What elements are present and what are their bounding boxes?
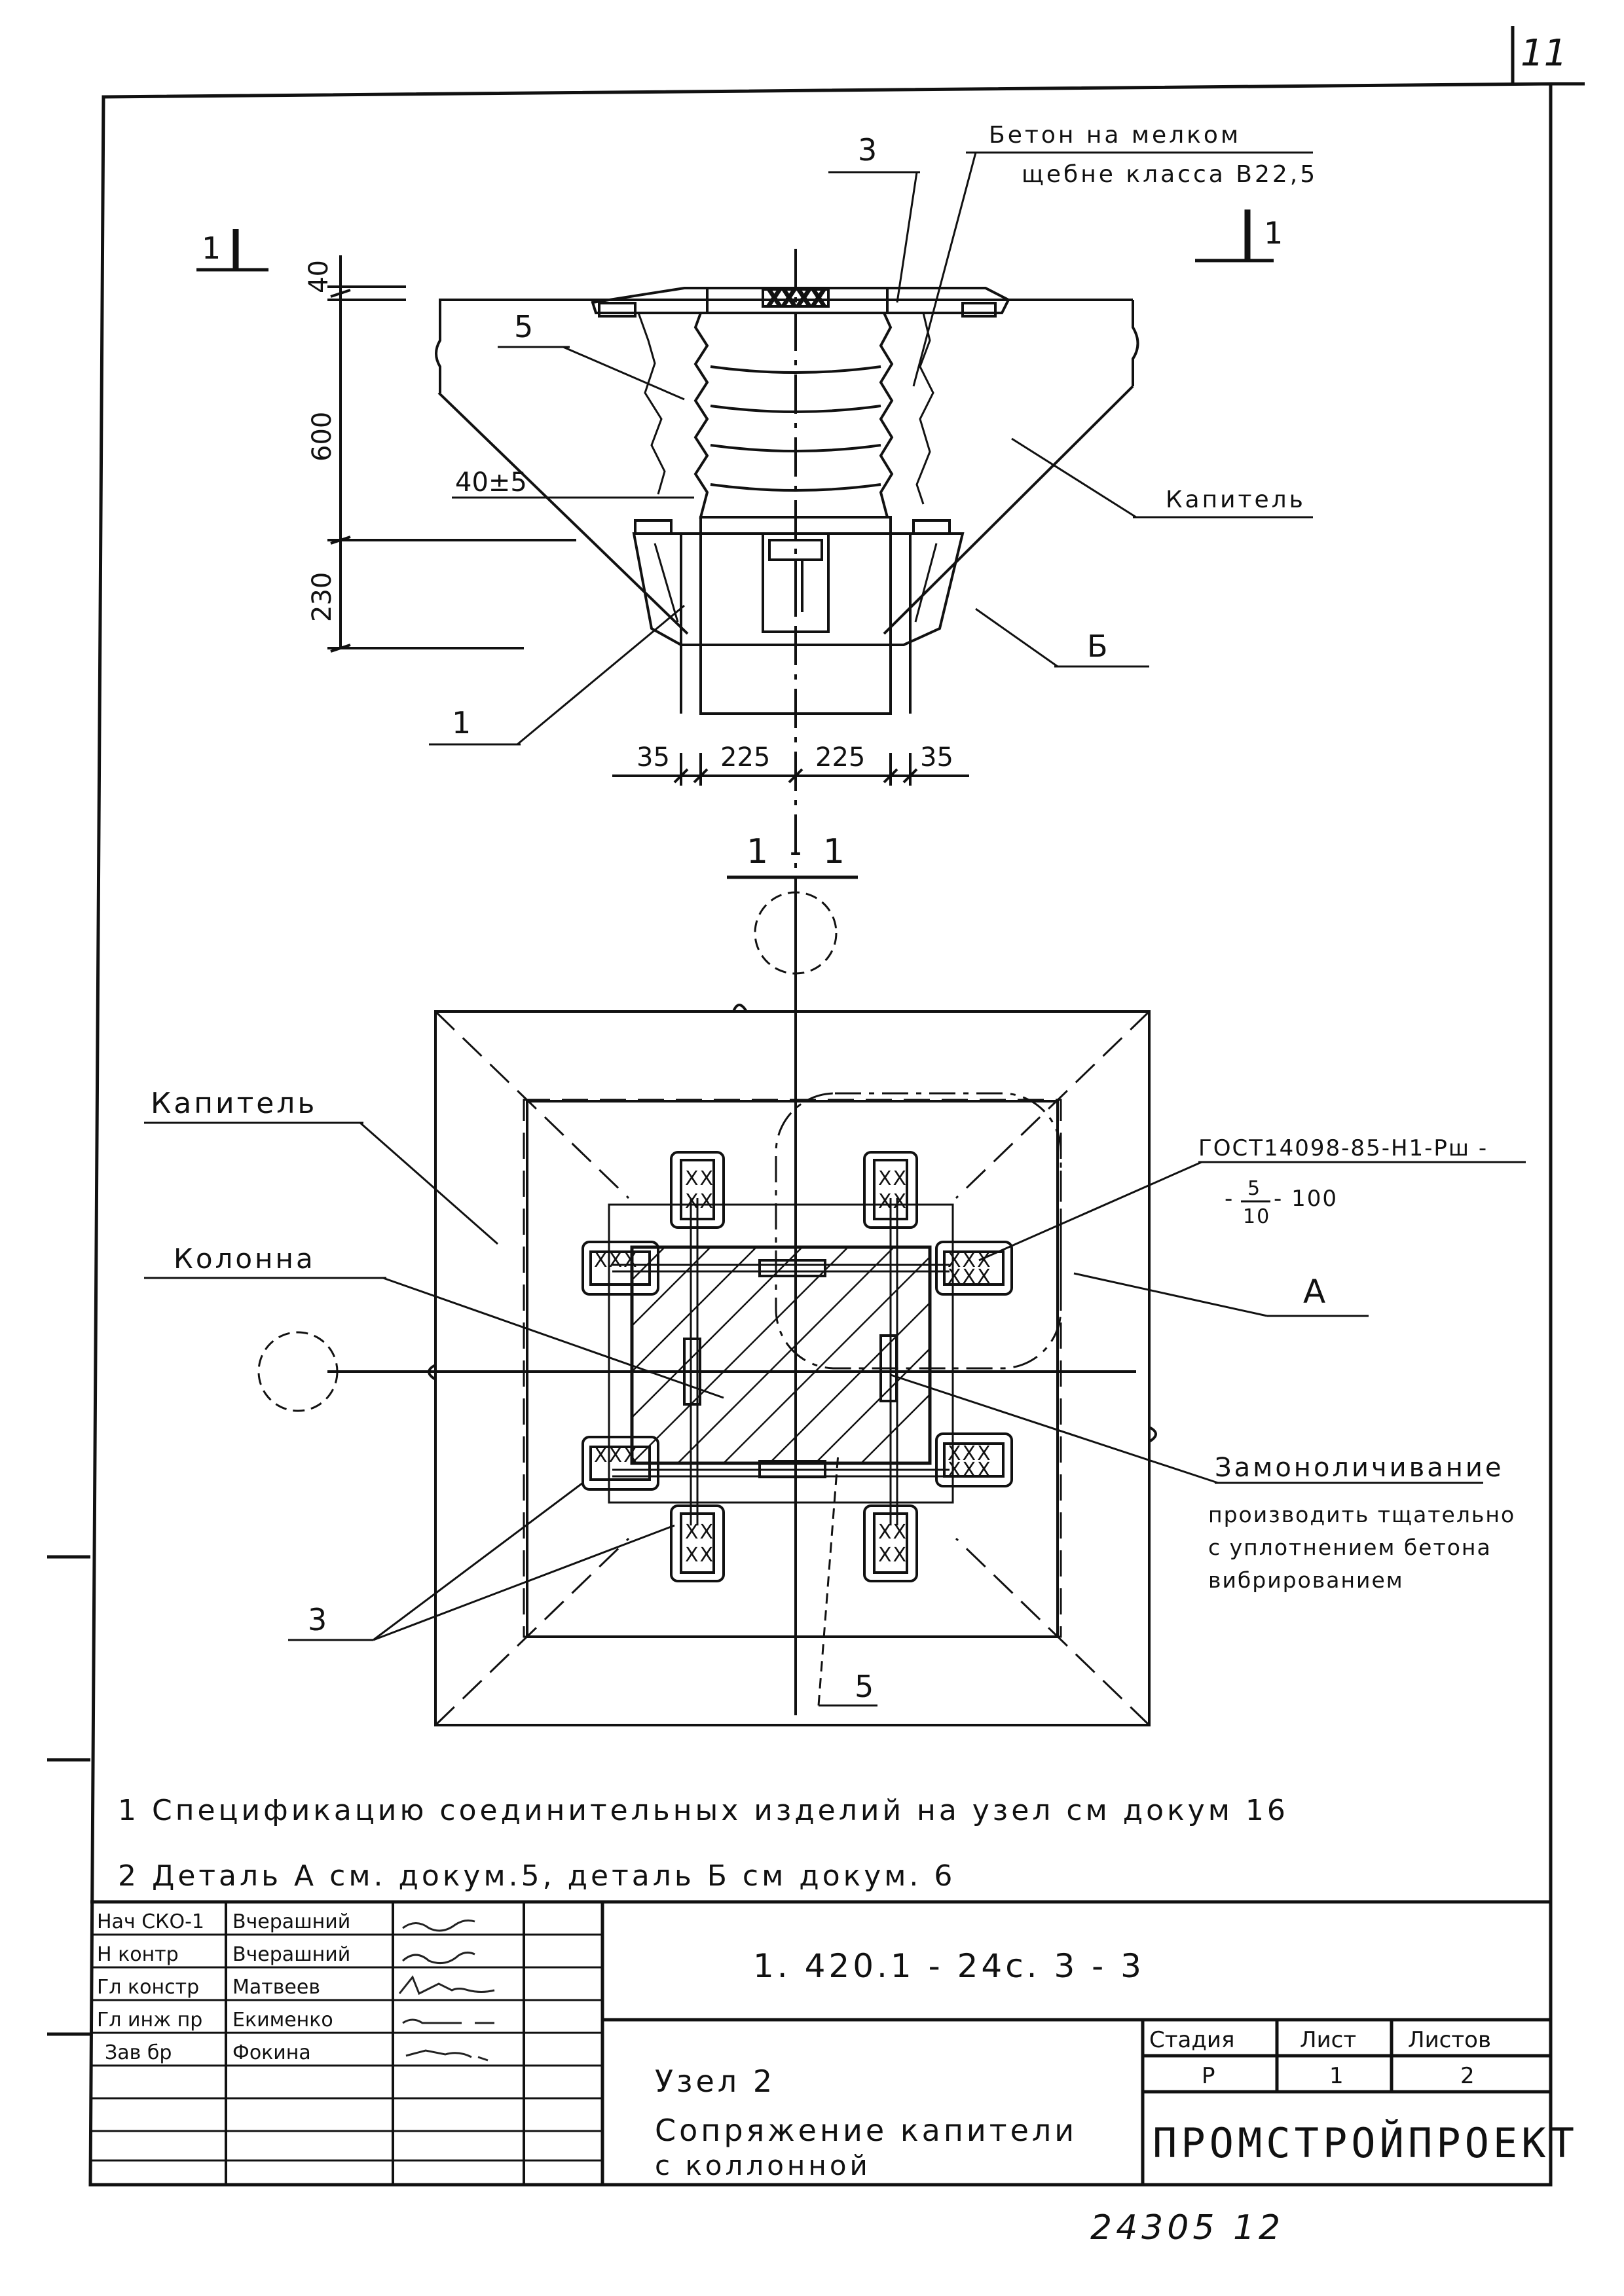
svg-text:XX: XX xyxy=(878,1167,908,1190)
concrete-label-line1: Бетон на мелком xyxy=(989,122,1241,149)
dim-bottom-1: 35 xyxy=(637,742,670,773)
role-4: Гл инж пр xyxy=(97,2009,202,2032)
svg-text:XXX: XXX xyxy=(594,1444,638,1467)
plan-leaders xyxy=(144,1121,1526,1707)
section-mark-left-num: 1 xyxy=(202,230,221,266)
callout-3-elev: 3 xyxy=(858,132,877,168)
section-title: 1 - 1 xyxy=(747,832,850,871)
sheet-header: Лист xyxy=(1300,2027,1356,2053)
svg-text:XX: XX xyxy=(685,1190,714,1213)
name-5: Фокина xyxy=(232,2041,311,2064)
title-line-2: Сопряжение капители xyxy=(655,2113,1077,2148)
svg-text:XXX: XXX xyxy=(594,1249,638,1272)
role-3: Гл констр xyxy=(97,1976,199,1999)
callout-5-plan: 5 xyxy=(855,1669,874,1704)
capital-label-plan: Капитель xyxy=(151,1087,317,1120)
note-1: 1 Спецификацию соединительных изделий на… xyxy=(118,1794,1289,1827)
note-2: 2 Деталь А см. докум.5, деталь Б см доку… xyxy=(118,1859,955,1893)
stage-value: Р xyxy=(1202,2063,1215,2089)
svg-text:XX: XX xyxy=(878,1544,908,1567)
title-block xyxy=(90,1900,1551,2185)
grouting-note-2: с уплотнением бетона xyxy=(1208,1535,1492,1560)
name-3: Матвеев xyxy=(232,1976,320,1999)
capital-leader-elev xyxy=(1011,437,1313,519)
signatures xyxy=(398,1919,495,2062)
sheet-value: 1 xyxy=(1329,2063,1344,2089)
elevation-view: XXXX xyxy=(435,249,1139,881)
section-mark-left xyxy=(196,229,268,272)
elevation-dimensions xyxy=(327,255,576,653)
gost-frac-den: 10 xyxy=(1243,1205,1270,1228)
gap-label: 40±5 xyxy=(455,467,527,498)
grouting-note-3: вибрированием xyxy=(1208,1567,1404,1593)
detail-b-label: Б xyxy=(1087,629,1108,664)
callout-5-leader xyxy=(498,346,685,401)
svg-text:XXX: XXX xyxy=(948,1266,992,1288)
footer-code: 24305 12 xyxy=(1090,2208,1284,2248)
plan-view xyxy=(257,881,1157,1726)
name-4: Екименко xyxy=(232,2009,333,2032)
organization: ПРОМСТРОЙПРОЕКТ xyxy=(1153,2119,1578,2167)
callout-3-leader xyxy=(828,171,920,303)
grouting-note-1: производить тщательно xyxy=(1208,1502,1515,1527)
title-line-1: Узел 2 xyxy=(655,2064,775,2099)
section-mark-right xyxy=(1195,210,1274,263)
capital-label-elev: Капитель xyxy=(1166,486,1306,513)
name-2: Вчерашний xyxy=(232,1943,350,1966)
detail-b-leader xyxy=(975,608,1149,668)
svg-text:XX: XX xyxy=(685,1167,714,1190)
grouting-title: Замоноличивание xyxy=(1215,1453,1504,1483)
detail-a-label: А xyxy=(1303,1273,1325,1311)
dim-bottom-2: 225 xyxy=(720,742,770,773)
stage-header: Стадия xyxy=(1149,2027,1234,2053)
concrete-label-line2: щебне класса В22,5 xyxy=(1022,161,1318,188)
name-1: Вчерашний xyxy=(232,1910,350,1933)
bottom-dimension-chain xyxy=(612,753,969,786)
gost-line2-pre: - xyxy=(1225,1186,1234,1212)
dim-40: 40 xyxy=(304,260,334,293)
dim-600: 600 xyxy=(307,412,337,462)
title-line-3: с коллонной xyxy=(655,2149,871,2181)
gost-line2-post: - 100 xyxy=(1274,1186,1338,1212)
dim-bottom-4: 35 xyxy=(920,742,953,773)
callout-1-leader xyxy=(429,604,685,746)
role-2: Н контр xyxy=(97,1943,179,1966)
callout-3-plan: 3 xyxy=(308,1602,327,1637)
svg-text:XXX: XXX xyxy=(948,1249,992,1272)
sheets-header: Листов xyxy=(1408,2027,1491,2053)
gost-frac-num: 5 xyxy=(1247,1177,1261,1200)
svg-text:XXX: XXX xyxy=(948,1459,992,1482)
svg-text:XXX: XXX xyxy=(948,1442,992,1465)
svg-text:XXXX: XXXX xyxy=(767,287,826,310)
gost-line1: ГОСТ14098-85-Н1-Рш - xyxy=(1198,1135,1488,1161)
page-number: 11 xyxy=(1521,32,1567,75)
dim-230: 230 xyxy=(307,572,337,622)
dim-bottom-3: 225 xyxy=(815,742,865,773)
concrete-leader xyxy=(912,151,1313,387)
svg-text:XX: XX xyxy=(878,1521,908,1544)
callout-1-elev: 1 xyxy=(452,705,471,740)
role-5: Зав бр xyxy=(105,2041,172,2064)
section-mark-right-num: 1 xyxy=(1264,215,1283,251)
svg-text:XX: XX xyxy=(685,1544,714,1567)
column-label-plan: Колонна xyxy=(174,1243,316,1275)
margin-ticks xyxy=(47,1555,90,2036)
sheet-frame xyxy=(88,26,1585,2187)
role-1: Нач СКО-1 xyxy=(97,1910,204,1933)
svg-text:XX: XX xyxy=(878,1190,908,1213)
callout-5-elev: 5 xyxy=(514,309,533,344)
svg-text:XX: XX xyxy=(685,1521,714,1544)
sheets-value: 2 xyxy=(1460,2063,1475,2089)
doc-code: 1. 420.1 - 24с. 3 - 3 xyxy=(753,1947,1145,1985)
